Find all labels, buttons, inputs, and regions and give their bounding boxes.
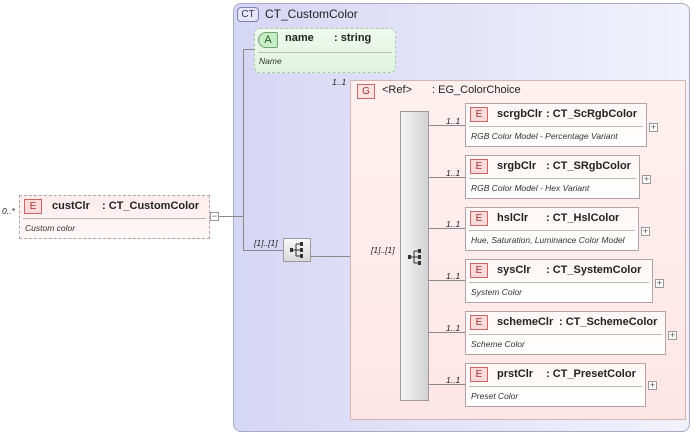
child-element-doc: Scheme Color (471, 339, 525, 349)
child-element-name: prstClr (497, 368, 534, 380)
group-badge: G (357, 84, 375, 99)
attribute-type: : string (334, 32, 372, 44)
child-multiplicity: 1..1 (446, 323, 461, 333)
child-element-type: : CT_SystemColor (546, 264, 642, 276)
collapse-icon[interactable]: − (210, 211, 219, 221)
child-element-badge: E (470, 159, 488, 174)
choice-multiplicity: [1]..[1] (371, 245, 395, 255)
child-element-type: : CT_PresetColor (546, 368, 636, 380)
child-element-badge: E (470, 367, 488, 382)
child-multiplicity: 1..1 (446, 219, 461, 229)
child-element-srgbclr[interactable] (465, 155, 640, 199)
child-element-name: scrgbClr (497, 108, 543, 120)
expand-icon[interactable]: + (649, 122, 658, 132)
trunk-connector (243, 49, 244, 250)
child-element-sysclr[interactable] (465, 259, 653, 303)
expand-icon[interactable]: + (668, 330, 677, 340)
root-element-separator (23, 218, 206, 219)
child-connector (429, 177, 465, 178)
child-element-badge: E (470, 211, 488, 226)
attribute-separator (258, 52, 392, 53)
child-connector (429, 125, 465, 126)
child-element-type: : CT_SRgbColor (546, 160, 631, 172)
expand-icon[interactable]: + (642, 174, 651, 184)
child-element-separator (469, 178, 636, 179)
complex-type-badge: CT (237, 7, 259, 22)
child-element-name: sysClr (497, 264, 531, 276)
expand-icon[interactable]: + (655, 278, 664, 288)
child-element-type: : CT_SchemeColor (559, 316, 658, 328)
child-element-doc: RGB Color Model - Percentage Variant (471, 131, 618, 141)
attribute-doc: Name (259, 56, 282, 66)
child-connector (429, 280, 465, 281)
expand-icon[interactable]: + (648, 380, 657, 390)
child-element-separator (469, 126, 643, 127)
child-element-type: : CT_HslColor (546, 212, 620, 224)
child-connector (429, 228, 465, 229)
attribute-connector (243, 49, 254, 50)
expand-icon[interactable]: + (641, 226, 650, 236)
child-connector (429, 384, 465, 385)
complex-type-title: CT_CustomColor (265, 7, 358, 21)
root-element-name: custClr (52, 200, 90, 212)
attribute-name: name (285, 32, 314, 44)
child-element-separator (469, 282, 649, 283)
sequence-multiplicity: [1]..[1] (254, 238, 278, 248)
root-element-box[interactable] (19, 195, 210, 239)
child-element-separator (469, 230, 635, 231)
sequence-connector (243, 250, 283, 251)
child-connector (429, 332, 465, 333)
child-element-name: hslClr (497, 212, 529, 224)
child-element-name: srgbClr (497, 160, 537, 172)
root-element-doc: Custom color (25, 223, 76, 233)
root-connector (219, 216, 243, 217)
child-element-separator (469, 334, 662, 335)
child-element-doc: Preset Color (471, 391, 519, 401)
sequence-icon (290, 242, 303, 258)
root-element-type: : CT_CustomColor (102, 200, 200, 212)
child-element-schemeclr[interactable] (465, 311, 666, 355)
child-element-doc: System Color (471, 287, 523, 297)
child-element-prstclr[interactable] (465, 363, 646, 407)
root-element-badge: E (24, 199, 42, 214)
child-multiplicity: 1..1 (446, 116, 461, 126)
child-element-doc: Hue, Saturation, Luminance Color Model (471, 235, 625, 245)
child-element-separator (469, 386, 642, 387)
group-multiplicity: 1..1 (332, 77, 347, 87)
choice-compositor[interactable] (400, 111, 429, 401)
child-element-badge: E (470, 263, 488, 278)
choice-icon (408, 249, 421, 265)
child-element-badge: E (470, 107, 488, 122)
child-element-scrgbclr[interactable] (465, 103, 647, 147)
child-element-name: schemeClr (497, 316, 554, 328)
child-multiplicity: 1..1 (446, 271, 461, 281)
root-multiplicity: 0..* (2, 206, 15, 216)
child-multiplicity: 1..1 (446, 168, 461, 178)
attribute-badge: A (258, 32, 278, 48)
sequence-compositor[interactable] (283, 238, 311, 262)
child-element-badge: E (470, 315, 488, 330)
child-multiplicity: 1..1 (446, 375, 461, 385)
child-element-hslclr[interactable] (465, 207, 639, 251)
child-element-doc: RGB Color Model - Hex Variant (471, 183, 590, 193)
child-element-type: : CT_ScRgbColor (546, 108, 638, 120)
group-name: : EG_ColorChoice (432, 84, 521, 96)
group-ref: <Ref> (382, 84, 412, 96)
